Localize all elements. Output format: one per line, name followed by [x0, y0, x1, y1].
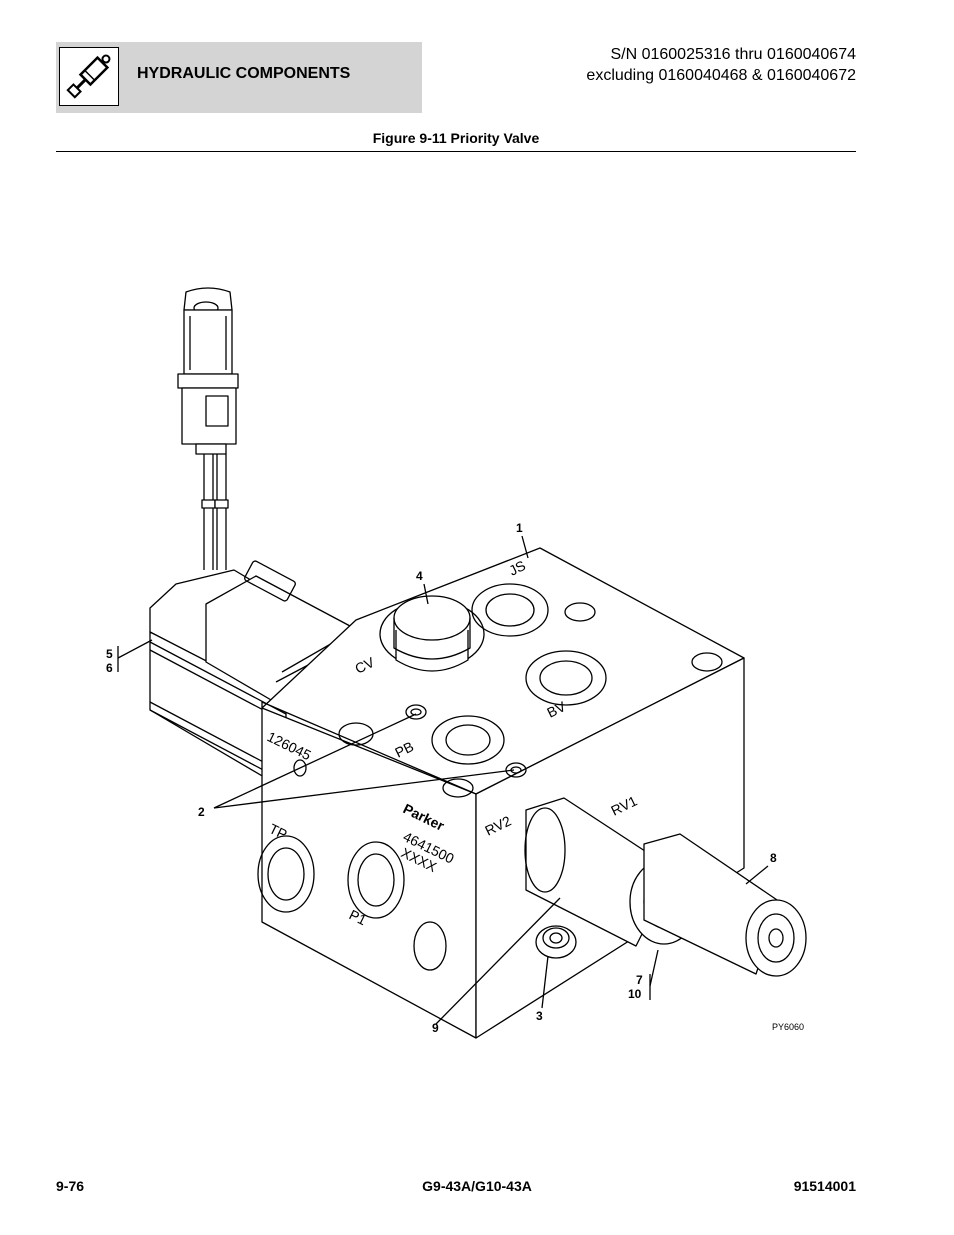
model-number: G9-43A/G10-43A	[422, 1178, 532, 1194]
callout-2: 2	[198, 805, 205, 819]
serial-line-1: S/N 0160025316 thru 0160040674	[610, 46, 856, 63]
callout-9: 9	[432, 1021, 439, 1035]
hydraulic-cylinder-icon	[59, 47, 119, 106]
relief-valve-cartridge-rv1	[643, 833, 807, 977]
port-label-js: JS	[506, 557, 528, 579]
callout-6: 6	[106, 661, 113, 675]
callout-3: 3	[536, 1009, 543, 1023]
priority-valve-drawing: JS CV BV PB TP P1 RV1 RV2 126045 Parker …	[106, 287, 807, 1039]
port-label-pb: PB	[392, 738, 416, 761]
header-divider	[56, 151, 856, 152]
callout-8: 8	[770, 851, 777, 865]
port-label-tp: TP	[267, 820, 290, 842]
drawing-code: PY6060	[772, 1022, 804, 1032]
callout-7: 7	[636, 973, 643, 987]
callout-4: 4	[416, 569, 423, 583]
callout-1: 1	[516, 521, 523, 535]
wire-connector-plug	[177, 287, 239, 455]
serial-line-2: excluding 0160040468 & 0160040672	[586, 67, 856, 84]
callout-10: 10	[628, 987, 642, 1001]
page-number: 9-76	[56, 1178, 85, 1194]
document-number: 91514001	[793, 1178, 856, 1194]
figure-title: Figure 9-11 Priority Valve	[372, 130, 540, 146]
port-label-cv: CV	[352, 653, 377, 676]
section-title: HYDRAULIC COMPONENTS	[137, 65, 351, 82]
connector-wires	[201, 454, 229, 570]
cap-screw	[535, 925, 577, 959]
plug-cap	[379, 595, 485, 672]
port-label-bv: BV	[544, 698, 568, 721]
serial-range: S/N 0160025316 thru 0160040674 excluding…	[586, 44, 856, 86]
callout-5: 5	[106, 647, 113, 661]
port-label-p1: P1	[347, 906, 370, 928]
